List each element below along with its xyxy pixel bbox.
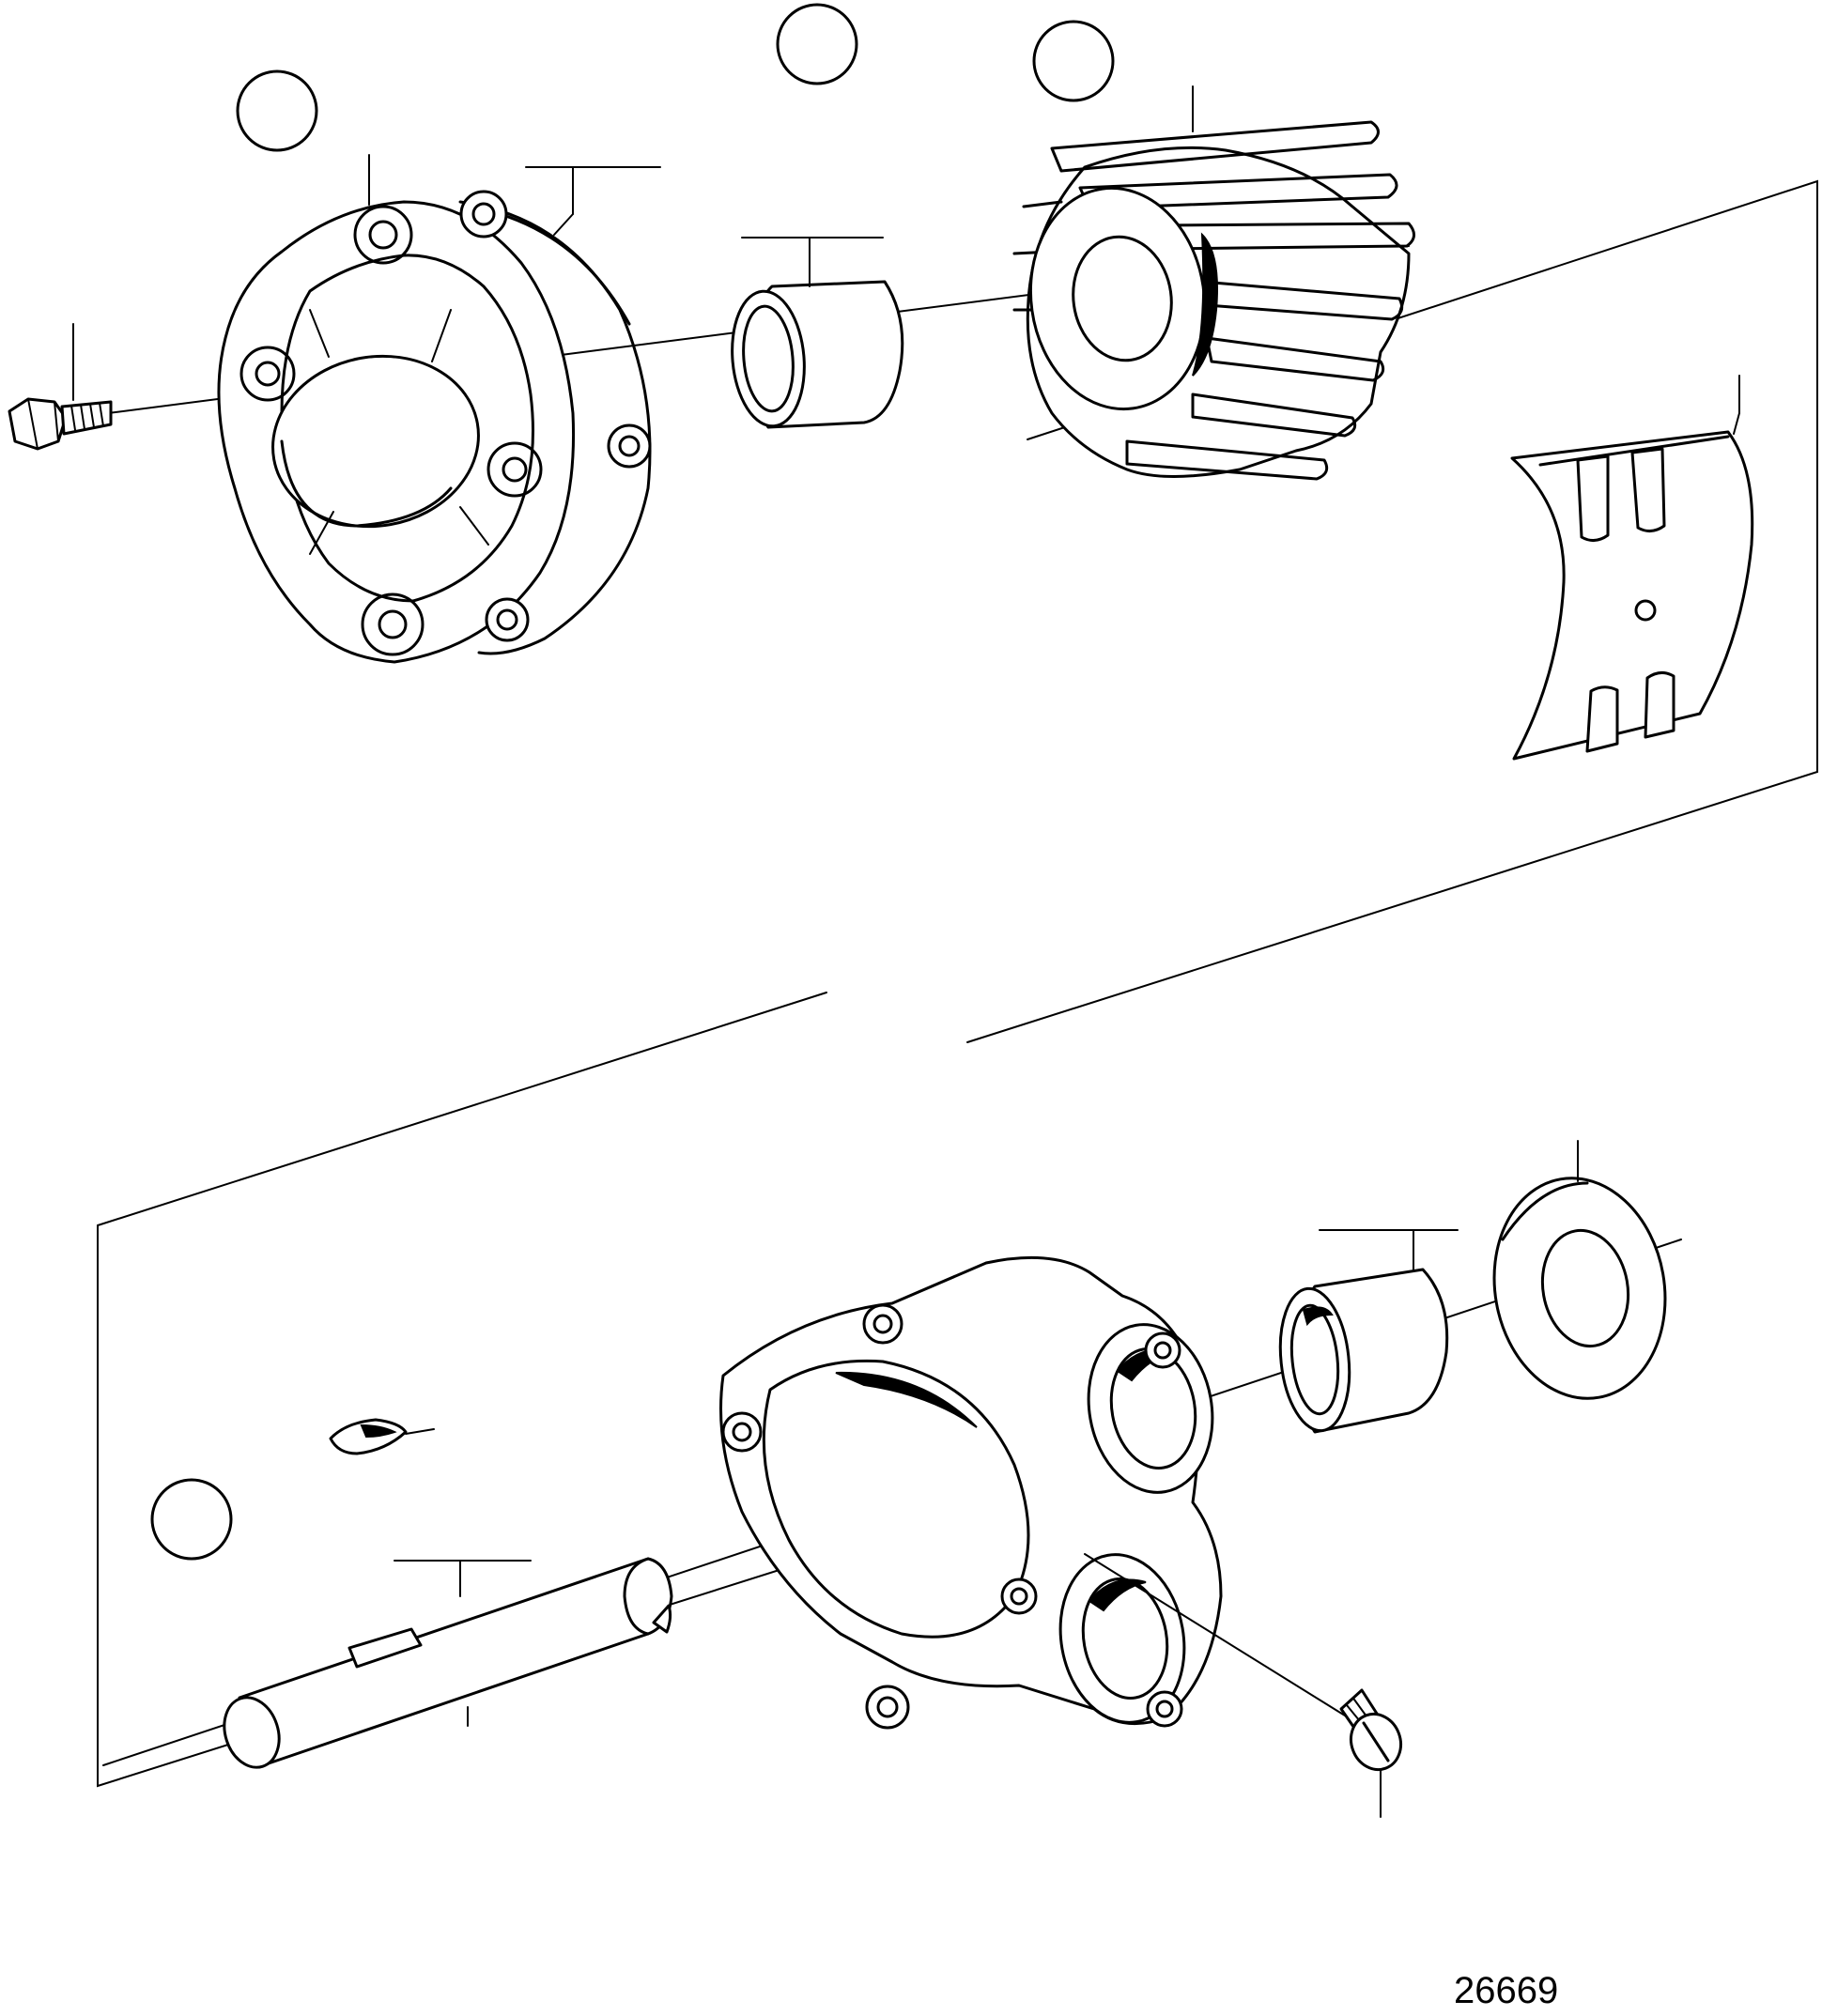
reference-circle	[236, 69, 318, 152]
shaft-icon	[223, 1557, 673, 1769]
leader-gasket	[525, 166, 661, 236]
cam-plate-icon	[1510, 430, 1754, 761]
reference-circle	[776, 3, 858, 85]
pump-housing-icon	[719, 1255, 1223, 1730]
reference-circle	[1032, 20, 1115, 102]
woodruff-key-icon	[329, 1418, 408, 1455]
reference-circle	[150, 1478, 233, 1561]
leader-cam	[1733, 375, 1740, 435]
seal-ring-icon	[1492, 1177, 1667, 1400]
pump-cover-icon	[217, 200, 576, 664]
figure-number: 26669	[1454, 1970, 1559, 2011]
upper-plane	[966, 179, 1818, 1043]
leader-bushing-lower	[1319, 1229, 1459, 1270]
hex-bolt-icon	[8, 397, 113, 451]
leader-bushing-upper	[741, 237, 884, 287]
lower-plane	[97, 992, 1053, 1788]
bushing-icon	[731, 280, 904, 429]
bushing-icon	[1278, 1268, 1449, 1434]
slotted-screw-icon	[1084, 1553, 1402, 1772]
leader-key	[405, 1428, 435, 1435]
impeller-icon	[1012, 120, 1415, 481]
leader-shaft	[394, 1560, 532, 1727]
reference-circles	[150, 3, 1115, 1561]
gasket-icon	[458, 190, 652, 655]
